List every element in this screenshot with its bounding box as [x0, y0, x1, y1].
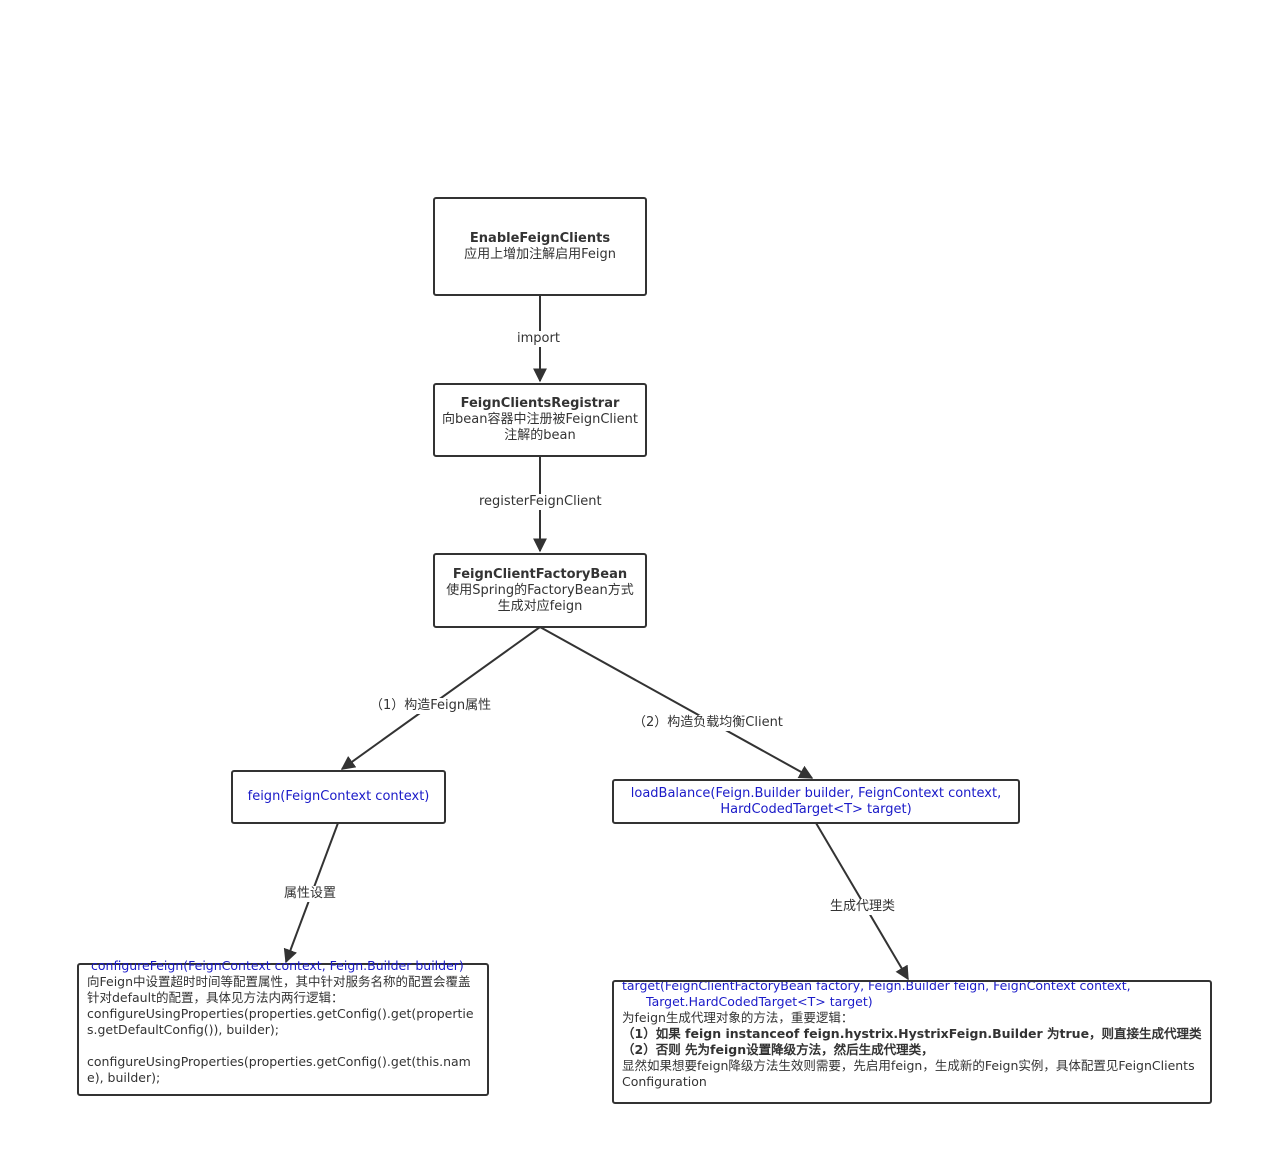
node-registrar-desc-1: 向bean容器中注册被FeignClient	[442, 412, 638, 427]
node-target-line-2: （1）如果 feign instanceof feign.hystrix.Hys…	[622, 1026, 1202, 1041]
node-registrar-title: FeignClientsRegistrar	[460, 396, 620, 411]
node-configure-line-1: 向Feign中设置超时时间等配置属性，其中针对服务名称的配置会覆盖针对defau…	[87, 974, 471, 1005]
edge-label-build-lb: （2）构造负载均衡Client	[631, 715, 785, 731]
edge-label-build-props: （1）构造Feign属性	[368, 698, 494, 714]
node-registrar-desc-2: 注解的bean	[504, 428, 576, 443]
node-target-title-1: target(FeignClientFactoryBean factory, F…	[622, 980, 1131, 993]
node-configure-spacer	[87, 1038, 479, 1054]
node-load-balance-line-1: loadBalance(Feign.Builder builder, Feign…	[630, 785, 1002, 801]
edge-build-lb	[539, 626, 814, 779]
node-factory-title: FeignClientFactoryBean	[452, 566, 628, 582]
node-feign-clients-registrar: FeignClientsRegistrar 向bean容器中注册被FeignCl…	[433, 383, 647, 457]
node-enable-title: EnableFeignClients	[469, 230, 611, 246]
node-target-method: target(FeignClientFactoryBean factory, F…	[612, 980, 1212, 1104]
node-configure-line-3: configureUsingProperties(properties.getC…	[87, 1054, 471, 1085]
node-enable-feign-clients: EnableFeignClients 应用上增加注解启用Feign	[433, 197, 647, 296]
node-target-title-2: Target.HardCodedTarget<T> target)	[646, 994, 873, 1009]
node-load-balance-method: loadBalance(Feign.Builder builder, Feign…	[612, 779, 1020, 824]
edge-label-register: registerFeignClient	[477, 494, 604, 510]
node-feign-method: feign(FeignContext context)	[231, 770, 446, 824]
node-target-line-1: 为feign生成代理对象的方法，重要逻辑：	[622, 1010, 854, 1025]
edge-label-import: import	[515, 331, 562, 347]
node-target-line-4: 显然如果想要feign降级方法生效则需要，先启用feign，生成新的Feign实…	[622, 1058, 1195, 1089]
node-factory-desc-1: 使用Spring的FactoryBean方式	[446, 582, 634, 598]
node-feign-client-factory-bean: FeignClientFactoryBean 使用Spring的FactoryB…	[433, 553, 647, 628]
node-factory-desc-2: 生成对应feign	[497, 598, 583, 614]
edge-label-gen-proxy: 生成代理类	[828, 899, 898, 915]
node-target-line-3: （2）否则 先为feign设置降级方法，然后生成代理类，	[622, 1042, 934, 1057]
node-configure-feign: configureFeign(FeignContext context, Fei…	[77, 958, 489, 1096]
node-configure-line-2: configureUsingProperties(properties.getC…	[87, 1006, 474, 1037]
node-enable-desc: 应用上增加注解启用Feign	[464, 246, 616, 262]
node-configure-title: configureFeign(FeignContext context, Fei…	[91, 958, 464, 973]
edge-label-props-set: 属性设置	[282, 886, 339, 902]
node-feign-method-text: feign(FeignContext context)	[247, 789, 430, 804]
node-load-balance-line-2: HardCodedTarget<T> target)	[720, 801, 912, 817]
